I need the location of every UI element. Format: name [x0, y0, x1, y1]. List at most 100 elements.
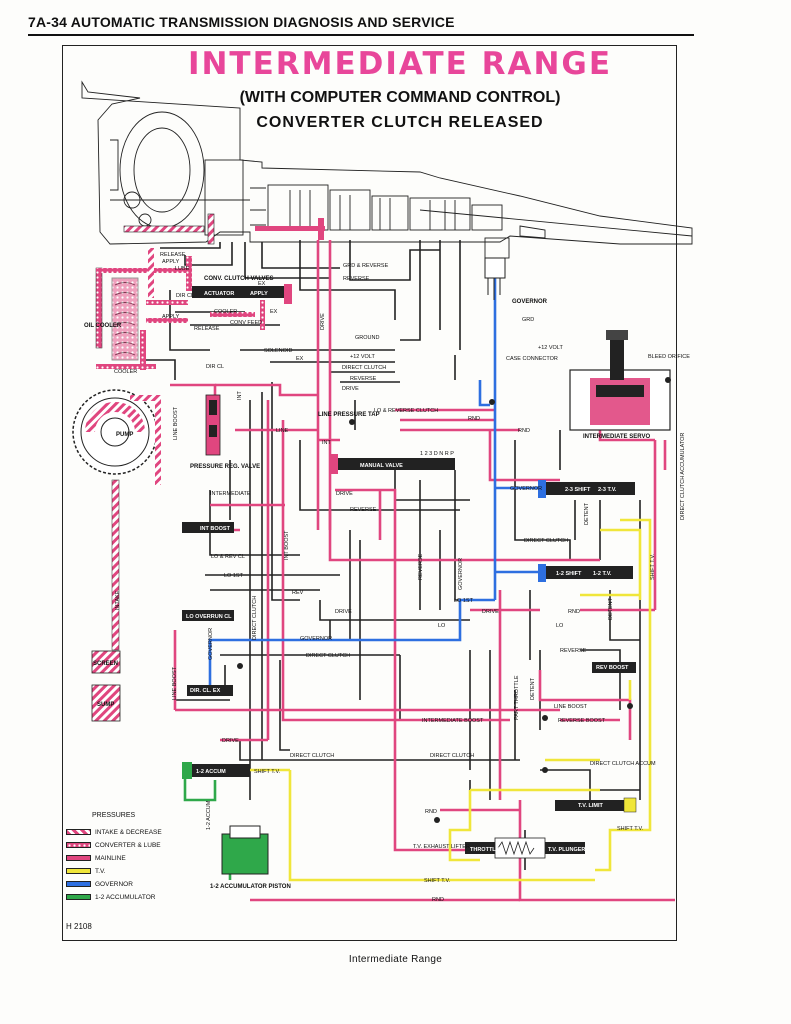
- label-line: LINE: [276, 428, 289, 434]
- label-accum-piston: 1-2 ACCUMULATOR PISTON: [210, 884, 291, 890]
- label-direct-clutch-4: DIRECT CLUTCH: [290, 753, 334, 759]
- label-intermediate-boost: INTERMEDIATE BOOST: [422, 718, 484, 724]
- label-ground: GROUND: [355, 335, 379, 341]
- legend-label: GOVERNOR: [95, 880, 133, 888]
- label-tv-exhaust-lifter: T.V. EXHAUST LIFTER: [413, 844, 470, 850]
- label-screen: SCREEN: [93, 661, 118, 667]
- label-reverse-3: REVERSE: [350, 507, 377, 513]
- legend-item-accumulator: 1-2 ACCUMULATOR: [66, 893, 155, 901]
- pump-gear: [72, 389, 161, 485]
- label-reverse-vertical: REVERSE: [418, 553, 424, 580]
- check-balls: [237, 377, 671, 823]
- label-rnd-4: RND: [425, 809, 437, 815]
- label-lo: LO: [438, 623, 446, 629]
- label-lo-2: LO: [556, 623, 564, 629]
- label-governor-vertical-2: GOVERNOR: [458, 558, 464, 590]
- label-lo-1st: LO 1ST: [224, 573, 244, 579]
- label-int-boost-vertical: INT BOOST: [284, 530, 290, 560]
- label-sump: SUMP: [97, 702, 114, 708]
- valve-2-3-shift: [538, 480, 635, 498]
- label-pump: PUMP: [116, 432, 133, 438]
- label-direct-clutch-3: DIRECT CLUTCH: [306, 653, 350, 659]
- diagram-frame: [62, 45, 677, 941]
- direct-clutch-exhaust-valve: [187, 685, 233, 696]
- header-rule: [28, 34, 694, 36]
- page-header: 7A-34 AUTOMATIC TRANSMISSION DIAGNOSIS A…: [28, 14, 455, 30]
- diagram-subtitle-2: CONVERTER CLUTCH RELEASED: [256, 114, 544, 131]
- label-case-connector: CASE CONNECTOR: [506, 356, 558, 362]
- converter-clutch-valve: [192, 284, 292, 304]
- label-ex-2: EX: [270, 309, 278, 315]
- label-oil-cooler: OIL COOLER: [84, 323, 122, 329]
- label-tv-plunger: T.V. PLUNGER: [548, 847, 585, 853]
- converter-feed-passages: [123, 213, 325, 245]
- label-line-pressure-tap: LINE PRESSURE TAP: [318, 412, 380, 418]
- label-rev: REV: [292, 590, 304, 596]
- legend-item-intake: INTAKE & DECREASE: [66, 828, 162, 836]
- label-drive-3: DRIVE: [335, 609, 352, 615]
- legend-item-mainline: MAINLINE: [66, 854, 126, 862]
- label-actuator: ACTUATOR: [204, 291, 234, 297]
- label-reverse-4: REVERSE: [560, 648, 587, 654]
- label-shift-23: 2-3 SHIFT: [565, 487, 591, 493]
- accumulator-piston: [221, 825, 269, 875]
- label-grd: GRD: [522, 317, 534, 323]
- label-pressure-reg: PRESSURE REG. VALVE: [190, 464, 260, 470]
- legend-swatch-accumulator: [66, 894, 91, 900]
- intake-circuit: [91, 479, 121, 722]
- label-lo-1st-2: LO 1ST: [454, 598, 474, 604]
- label-apply-2: APPLY: [162, 314, 180, 320]
- label-dir-cl-2: DIR CL: [206, 364, 224, 370]
- label-direct-clutch-1: DIRECT CLUTCH: [342, 365, 386, 371]
- label-tv-limit: T.V. LIMIT: [578, 803, 603, 809]
- label-part-throttle-vertical: PART THROTTLE: [514, 675, 520, 720]
- label-reverse-1: REVERSE: [343, 276, 370, 282]
- converter-clutch-area: [95, 248, 265, 370]
- label-cooler-2: COOLER: [114, 369, 137, 375]
- label-governor-vertical: GOVERNOR: [208, 628, 214, 660]
- label-lube: LUBE: [175, 266, 190, 272]
- intermediate-boost-valve: [182, 522, 234, 533]
- legend-label: T.V.: [95, 867, 106, 875]
- transmission-case: [81, 80, 693, 259]
- label-governor-3: GOVERNOR: [300, 636, 332, 642]
- label-ex-3: EX: [296, 356, 304, 362]
- label-plus12: +12 VOLT: [350, 354, 375, 360]
- label-tv-12: 1-2 T.V.: [593, 571, 612, 577]
- label-lo-rev-clutch: LO & REVERSE CLUTCH: [374, 408, 438, 414]
- legend-swatch-mainline: [66, 855, 91, 861]
- label-governor: GOVERNOR: [512, 299, 548, 305]
- legend-swatch-tv: [66, 868, 91, 874]
- label-shift-tv-2: SHIFT T.V.: [617, 826, 644, 832]
- label-tv-23: 2-3 T.V.: [598, 487, 617, 493]
- pressure-regulator-valve: [205, 394, 221, 456]
- label-accum-12: 1-2 ACCUM: [196, 769, 226, 775]
- label-detent-vertical: DETENT: [530, 677, 536, 700]
- label-release-2: RELEASE: [194, 326, 220, 332]
- label-direct-clutch-accumulator-vertical: DIRECT CLUTCH ACCUMULATOR: [680, 433, 686, 520]
- label-rev-boost: REV BOOST: [596, 665, 629, 671]
- label-solenoid: SOLENOID: [264, 348, 292, 354]
- label-conv-feed: CONV FEED: [230, 320, 262, 326]
- label-shift-12: 1-2 SHIFT: [556, 571, 582, 577]
- label-intake-vertical: INTAKE: [115, 590, 121, 610]
- label-int-boost: INT BOOST: [200, 526, 231, 532]
- legend-swatch-governor: [66, 881, 91, 887]
- label-rnd-3: RND: [568, 609, 580, 615]
- oil-cooler: [111, 277, 139, 361]
- label-dir-cl-1: DIR CL: [176, 293, 194, 299]
- legend-label: MAINLINE: [95, 854, 126, 862]
- legend-item-governor: GOVERNOR: [66, 880, 133, 888]
- label-detent-vertical-2: DETENT: [608, 597, 614, 620]
- figure-code: H 2108: [66, 922, 92, 931]
- label-int-vertical: INT: [237, 391, 243, 401]
- valve-1-2-shift: [538, 564, 633, 582]
- tv-pressure-lines: [250, 518, 652, 882]
- label-apply: APPLY: [162, 259, 180, 265]
- label-detent-vertical-3: DETENT: [584, 502, 590, 525]
- label-lo-overrun: LO OVERRUN CL: [186, 614, 232, 620]
- label-shift-tv-3: SHIFT T.V.: [424, 878, 451, 884]
- label-valve-positions: 1 2 3 D N R P: [420, 451, 454, 457]
- label-cooler: COOLER: [214, 309, 237, 315]
